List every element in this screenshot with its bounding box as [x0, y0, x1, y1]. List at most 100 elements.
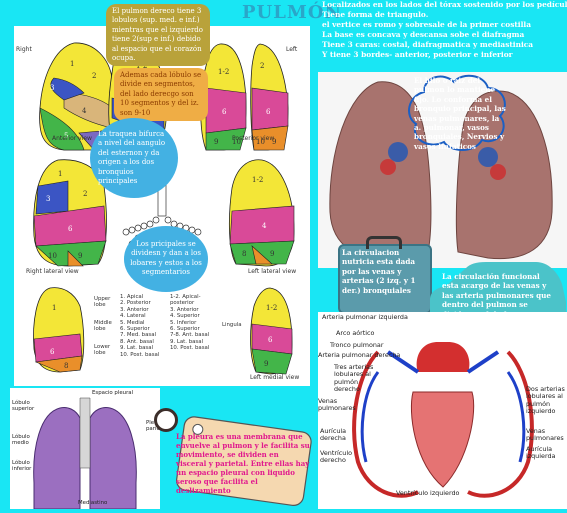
label-venas-pul-left: Venas pulmonares — [318, 397, 356, 413]
top-notes: Localizados en los lados del tórax soste… — [322, 0, 567, 60]
suitcase-handle — [366, 236, 402, 249]
segment-item: 3. Anterior — [120, 306, 149, 313]
svg-text:9: 9 — [78, 252, 82, 260]
segment-item: 1-2. Apical-posterior — [170, 294, 201, 307]
svg-text:8: 8 — [242, 250, 246, 258]
segment-diagram-panel: 1 3 2 4 5 1-2 4 8 1-2 6 9 10 2 — [14, 26, 310, 386]
svg-text:1-2: 1-2 — [218, 68, 229, 76]
svg-text:8: 8 — [64, 362, 68, 370]
svg-text:2: 2 — [260, 62, 264, 70]
label-arco: Arco aórtico — [336, 329, 375, 337]
label-arteria-izq: Arteria pulmonar izquierda — [322, 313, 408, 321]
label-auricula-der: Aurícula derecha — [320, 427, 347, 443]
caption-left: Left — [286, 46, 298, 53]
segment-item: 7. Med. basal — [120, 332, 157, 339]
svg-text:6: 6 — [268, 336, 273, 344]
suitcase-shape — [338, 244, 432, 314]
cloud-shape — [408, 74, 506, 151]
svg-text:6: 6 — [266, 108, 271, 116]
lobe-label-middle: Middle lobe — [94, 320, 112, 333]
bronchi-bubble: Los pricipales se dividesn y dan a los l… — [124, 226, 208, 292]
segment-item: 7-8. Ant. basal — [170, 332, 210, 339]
segments-bubble: Ademas cada lóbulo se divide en segmento… — [114, 68, 208, 122]
segment-item: 5. Medial — [120, 319, 145, 326]
svg-text:1: 1 — [52, 304, 56, 312]
label-tronco: Tronco pulmonar — [330, 341, 384, 349]
svg-text:3: 3 — [50, 84, 54, 92]
pleura-illustration — [33, 397, 137, 510]
note-line: el vertice es romo y sobresale de la pri… — [322, 20, 531, 29]
svg-text:1-2: 1-2 — [252, 176, 263, 184]
svg-text:10: 10 — [232, 138, 241, 146]
trachea-bubble: La traquea bifurca a nivel del aangulo d… — [90, 118, 178, 199]
svg-text:10: 10 — [48, 252, 57, 260]
pleura-diagram-panel — [10, 388, 160, 510]
svg-text:1: 1 — [58, 170, 62, 178]
lingula-label: Lingula — [222, 322, 242, 328]
pleura-label-mediastino: Mediastino — [78, 500, 108, 506]
label-venas-pul-right: Venas pulmonares — [526, 427, 564, 443]
label-arteria-der: Arteria pulmonar derecha — [318, 351, 401, 359]
hilum-cloud — [404, 72, 512, 154]
lungs-photo-illustration — [329, 81, 553, 260]
svg-text:1-2: 1-2 — [266, 304, 277, 312]
svg-text:6: 6 — [222, 108, 227, 116]
segment-item: 1. Apical — [120, 294, 144, 300]
nutrient-circulation-text: La circulacion nutricia esta dada por la… — [342, 248, 416, 295]
segment-item: 6. Superior — [120, 326, 150, 333]
note-line: Y tiene 3 bordes- anterior, posterior e … — [322, 50, 513, 59]
note-line: La base es concava y descansa sobe el di… — [322, 30, 525, 39]
segment-item: 4. Superior — [170, 313, 200, 320]
segment-item: 2. Posterior — [120, 300, 151, 307]
pleura-tag — [172, 414, 314, 506]
pleura-label-medio: Lóbulo medio — [12, 434, 30, 447]
svg-text:10: 10 — [256, 138, 265, 146]
segment-list-right: 1. Apical 2. Posterior 3. Anterior 4. La… — [120, 294, 172, 358]
caption-left-lateral-view: Left lateral view — [248, 268, 297, 275]
caption-left-medial-view: Left medial view — [250, 374, 300, 381]
note-line: Localizados en los lados del tórax soste… — [322, 0, 567, 9]
svg-text:6: 6 — [68, 225, 73, 233]
lobe-label-upper: Upper lobe — [94, 296, 111, 309]
hilum-text: El hilo o raiz del pulmon lo mantiene fi… — [414, 76, 506, 151]
segment-item: 4. Lateral — [120, 313, 146, 320]
svg-text:2: 2 — [92, 72, 96, 80]
svg-text:4: 4 — [82, 107, 87, 115]
lung-segment-illustration: 1 3 2 4 5 1-2 4 8 1-2 6 9 10 2 — [33, 41, 295, 375]
svg-text:9: 9 — [272, 138, 276, 146]
segment-list-left: 1-2. Apical-posterior 3. Anterior 4. Sup… — [170, 294, 222, 352]
note-line: Tiene forma de triangulo. — [322, 10, 429, 19]
caption-anterior-view: Anterior view — [52, 135, 92, 142]
svg-text:5: 5 — [64, 132, 68, 140]
note-line: Tiene 3 caras: costal, diafragmatica y m… — [322, 40, 534, 49]
segment-item: 8. Ant. basal — [120, 338, 154, 345]
label-tres-arterias: Tres arterias lobulares al pulmón derech… — [334, 363, 374, 394]
lung-photo-panel — [318, 72, 567, 268]
pleura-label-sup: Lóbulo superior — [12, 400, 35, 413]
label-auricula-izq: Aurícula izquierda — [526, 445, 556, 461]
tag-shape — [176, 416, 312, 506]
svg-text:9: 9 — [264, 360, 268, 368]
caption-right-lateral-view: Right lateral view — [26, 268, 79, 275]
segment-item: 10. Post. basal — [170, 345, 210, 352]
segment-item: 3. Anterior — [170, 306, 199, 313]
page-title: PULMÓN — [242, 2, 342, 23]
right-lung-lobes-bubble: El pulmon dereco tiene 3 lobulos (sup. m… — [106, 4, 210, 67]
lobe-label-lower: Lower lobe — [94, 344, 111, 357]
caption-right: Right — [16, 46, 32, 53]
segment-item: 5. Inferior — [170, 319, 197, 326]
heart-illustration — [352, 342, 534, 498]
tag-ring — [154, 408, 178, 432]
label-dos-arterias: Dos arterias lobulares al pulmón izquier… — [526, 385, 565, 416]
caption-posterior-view: Posterior view — [232, 135, 275, 142]
svg-text:6: 6 — [50, 348, 55, 356]
label-ventriculo-der: Ventrículo derecho — [320, 449, 353, 465]
svg-text:4: 4 — [262, 222, 267, 230]
pleura-label-espacio: Espacio pleural — [92, 390, 134, 396]
heart-diagram-panel — [318, 312, 567, 509]
svg-text:9: 9 — [270, 250, 274, 258]
svg-text:9: 9 — [214, 138, 218, 146]
segment-item: 10. Post. basal — [120, 351, 160, 358]
svg-text:1: 1 — [70, 60, 74, 68]
svg-text:3: 3 — [46, 195, 50, 203]
